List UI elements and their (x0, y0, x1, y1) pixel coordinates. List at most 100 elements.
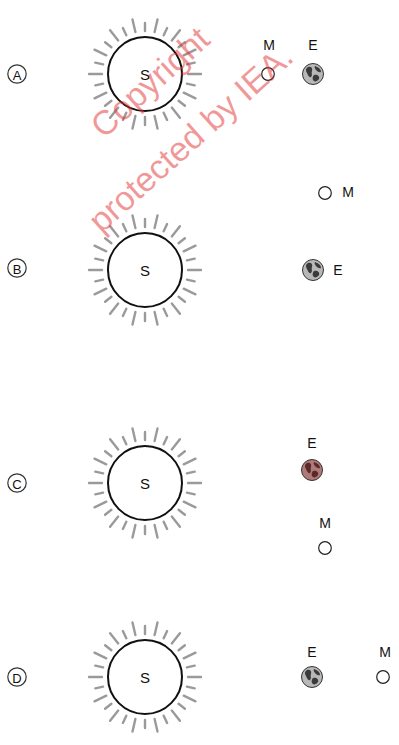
sun-ray (105, 451, 111, 456)
shape-outline (261, 67, 275, 81)
body-label: E (307, 436, 316, 450)
sun-ray (155, 428, 158, 441)
option-letter: A (13, 68, 22, 81)
sun-ray (123, 437, 126, 444)
sun-ray (123, 631, 126, 638)
sun-ray (184, 653, 196, 659)
sun-ray (179, 42, 185, 47)
sun-ray (188, 269, 201, 271)
shape-outline (302, 259, 324, 281)
sun-ray (172, 439, 180, 449)
sun-ray (164, 437, 167, 444)
sun-ray (110, 108, 118, 118)
sun-ray (187, 259, 195, 261)
sun-ray (95, 246, 107, 252)
sun-ray (187, 280, 195, 282)
sun-ray (179, 510, 185, 515)
sun-ray (172, 633, 180, 643)
sun-ray (164, 309, 167, 316)
option-circle: C (7, 473, 27, 493)
sun-ray (187, 472, 195, 474)
sun-ray (184, 459, 196, 465)
sun-ray (123, 716, 126, 723)
sun-ray (95, 493, 103, 495)
sun-ray (179, 101, 185, 106)
sun-ray (172, 108, 180, 118)
shape-outline (301, 459, 323, 481)
sun-ray (89, 73, 102, 75)
body-label: E (308, 38, 317, 52)
sun-ray (123, 113, 126, 120)
body-label: M (263, 38, 275, 52)
sun-ray (184, 246, 196, 252)
sun-ray (188, 73, 201, 75)
sun-circle: S (107, 445, 183, 521)
option-letter: B (13, 262, 22, 275)
sun-ray (187, 63, 195, 65)
sun-ray (110, 517, 118, 527)
sun-ray (95, 84, 103, 86)
sun-ray (123, 28, 126, 35)
sun-ray (95, 696, 107, 702)
option-circle: D (7, 667, 27, 687)
sun-ray (172, 517, 180, 527)
sun-ray (95, 472, 103, 474)
sun-ray (188, 482, 201, 484)
sun-ray (164, 522, 167, 529)
body-label: M (342, 185, 354, 199)
sun-ray (144, 313, 146, 321)
sun-ray (155, 525, 158, 538)
sun-ray (95, 666, 103, 668)
option-circle: B (7, 258, 27, 278)
sun-circle: S (107, 232, 183, 308)
sun-ray (172, 226, 180, 236)
sun-ray (179, 704, 185, 709)
shape-outline (301, 666, 323, 688)
sun-ray (133, 428, 136, 441)
sun-ray (95, 280, 103, 282)
earth-globe: E (302, 259, 324, 281)
sun-ray (95, 653, 107, 659)
option-circle: A (7, 64, 27, 84)
sun-ray (164, 716, 167, 723)
sun-ray (133, 719, 136, 732)
sun-ray (89, 676, 102, 678)
sun-circle: S (107, 36, 183, 112)
sun-ray (123, 309, 126, 316)
body-label: S (140, 263, 150, 278)
moon-circle: M (318, 186, 332, 200)
sun-ray (123, 224, 126, 231)
sun-ray (105, 704, 111, 709)
sun-ray (95, 459, 107, 465)
shape-outline (376, 670, 390, 684)
body-label: S (140, 476, 150, 491)
sun-ray (187, 666, 195, 668)
sun-ray (105, 645, 111, 650)
body-label: E (333, 263, 342, 277)
sun-ray (172, 30, 180, 40)
sun-ray (184, 50, 196, 56)
sun-ray (89, 482, 102, 484)
sun-ray (110, 439, 118, 449)
sun-ray (187, 493, 195, 495)
sun-ray (188, 676, 201, 678)
body-label: M (319, 516, 331, 530)
sun-ray (187, 687, 195, 689)
sun-ray (133, 312, 136, 325)
earth-globe: E (301, 459, 323, 481)
sun-ray (95, 63, 103, 65)
sun-ray (179, 645, 185, 650)
sun-ray (144, 117, 146, 125)
moon-circle: M (376, 670, 390, 684)
sun-ray (133, 215, 136, 228)
sun-circle: S (107, 639, 183, 715)
sun-ray (105, 101, 111, 106)
body-label: M (379, 645, 391, 659)
body-label: E (307, 645, 316, 659)
sun-ray (144, 432, 146, 440)
sun-ray (110, 304, 118, 314)
sun-ray (179, 238, 185, 243)
sun-ray (105, 42, 111, 47)
sun-ray (179, 451, 185, 456)
